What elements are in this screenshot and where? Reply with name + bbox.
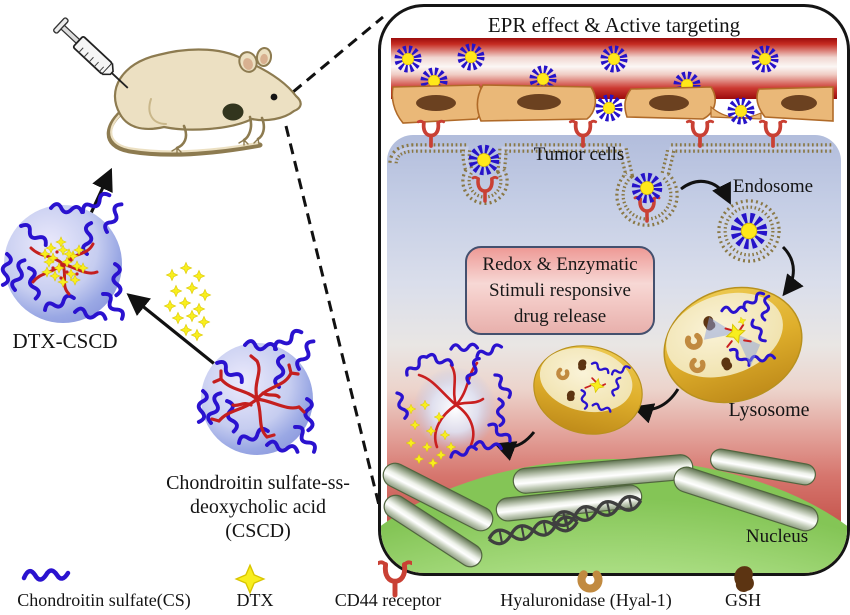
legend-dtx-label: DTX	[236, 590, 274, 610]
assembly-arrow	[126, 293, 224, 372]
tumor-spot	[222, 103, 244, 121]
endosome-label: Endosome	[732, 176, 814, 197]
nuclear-envelope	[382, 448, 819, 568]
lysosome-small	[533, 345, 643, 435]
endosome-vesicle	[717, 199, 781, 263]
dtx-payload	[39, 236, 89, 288]
mouse-eye	[270, 93, 278, 101]
legend-cs-label: Chondroitin sulfate(CS)	[17, 590, 191, 610]
lysosome-contents	[672, 289, 777, 387]
dtx-cscd-micelle	[0, 189, 128, 324]
stimuli-box-line3: drug release	[513, 305, 607, 327]
mouse-ear	[238, 47, 273, 73]
inset-panel: EPR effect & Active targeting Tumor cell…	[378, 4, 850, 576]
mouse-illustration	[106, 47, 302, 157]
inset-title: EPR effect & Active targeting	[487, 13, 741, 37]
dca-core	[210, 354, 306, 439]
endothelial-cells	[391, 84, 834, 124]
endothelial-nuclei	[416, 94, 817, 111]
stimuli-box-line2: Stimuli responsive	[489, 279, 631, 301]
inset-art	[381, 38, 847, 573]
legend-gsh-label: GSH	[724, 590, 761, 610]
cscd-label-line2: deoxycholic acid	[189, 496, 327, 518]
dtx-cscd-label: DTX-CSCD	[12, 329, 118, 353]
stimuli-responsive-box: Redox & Enzymatic Stimuli responsive dru…	[465, 246, 655, 335]
lysosome-label: Lysosome	[728, 399, 810, 421]
tumor-cell-membrane	[388, 143, 833, 227]
released-drug-cluster	[393, 341, 514, 469]
magnification-dashed-lines	[284, 15, 391, 547]
stimuli-box-line1: Redox & Enzymatic	[482, 253, 638, 275]
cs-squiggle-icon	[21, 568, 71, 582]
nucleus-label: Nucleus	[745, 526, 809, 547]
cscd-label-line3: (CSCD)	[225, 520, 291, 542]
syringe-icon	[53, 17, 129, 89]
tumor-cells-label: Tumor cells	[533, 144, 625, 165]
cscd-label: Chondroitin sulfate-ss- deoxycholic acid…	[138, 471, 378, 543]
cscd-label-line1: Chondroitin sulfate-ss-	[166, 472, 350, 494]
legend-cd44-label: CD44 receptor	[334, 590, 442, 610]
cscd-micelle	[194, 326, 320, 457]
lysosome-large	[663, 286, 803, 404]
legend-hyal-label: Hyaluronidase (Hyal-1)	[500, 590, 672, 610]
